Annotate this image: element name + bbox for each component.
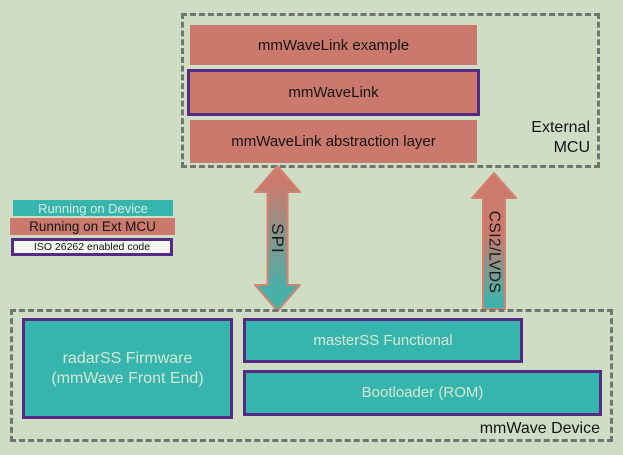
mmwave-device-group <box>10 309 613 442</box>
box-mmwavelink: mmWaveLink <box>187 69 480 116</box>
legend-running-on-ext-mcu: Running on Ext MCU <box>10 218 175 235</box>
csi2-lvds-arrow-label: CSI2/LVDS <box>486 211 503 294</box>
box-mmwavelink-abstraction-layer: mmWaveLink abstraction layer <box>190 120 477 163</box>
legend-iso-26262-label: ISO 26262 enabled code <box>33 241 151 253</box>
spi-arrow: SPI <box>254 165 301 312</box>
external-mcu-group <box>181 13 600 168</box>
legend-running-on-device-label: Running on Device <box>38 200 148 216</box>
box-radarss-firmware-label-line1: radarSS Firmware <box>62 349 193 367</box>
spi-arrow-label: SPI <box>268 223 287 253</box>
box-radarss-firmware-label-line2: (mmWave Front End) <box>51 369 204 387</box>
legend-running-on-device: Running on Device <box>13 200 173 216</box>
mmwave-device-label: mmWave Device <box>479 420 600 437</box>
box-mmwavelink-label: mmWaveLink <box>288 84 379 101</box>
box-mmwavelink-example-label: mmWaveLink example <box>257 36 410 54</box>
box-mmwavelink-example: mmWaveLink example <box>190 25 477 65</box>
external-mcu-label: External MCU <box>531 119 590 156</box>
box-mmwavelink-abstraction-layer-label: mmWaveLink abstraction layer <box>231 133 436 150</box>
legend-iso-26262: ISO 26262 enabled code <box>11 238 173 256</box>
legend-running-on-ext-mcu-label: Running on Ext MCU <box>29 219 156 234</box>
box-masterss-functional: masterSS Functional <box>243 318 523 363</box>
box-bootloader-rom-label: Bootloader (ROM) <box>361 384 484 401</box>
csi2-lvds-arrow: CSI2/LVDS <box>471 172 517 310</box>
box-radarss-firmware: radarSS Firmware (mmWave Front End) <box>22 318 233 419</box>
box-masterss-functional-label: masterSS Functional <box>313 331 453 349</box>
box-bootloader-rom: Bootloader (ROM) <box>243 370 602 416</box>
